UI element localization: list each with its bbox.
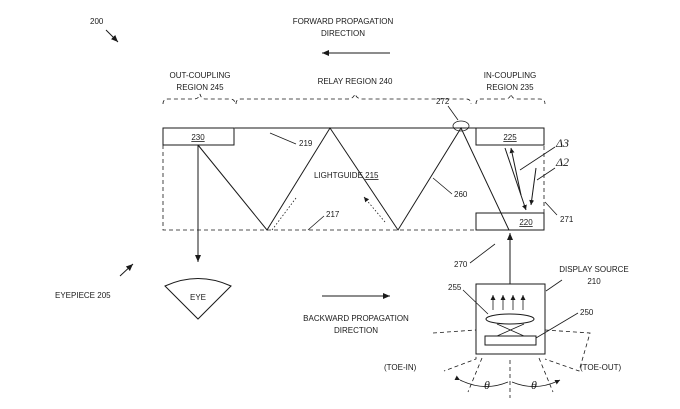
relay-region-label: RELAY REGION 240 [318,77,393,86]
ref-250-leader [535,312,579,339]
ray-path [197,126,510,231]
figure-number-arrow [105,29,119,43]
display-internal-rays [490,295,526,337]
display-source-label-line1: DISPLAY SOURCE [559,265,629,274]
ref-270-leader [469,243,496,264]
coupling-arrow-down [504,147,527,211]
delta-3-leader [519,146,556,171]
in-coupling-element-225 [475,127,545,146]
ref-272-leader [447,105,459,121]
ref-272: 272 [436,97,450,106]
out-coupling-element-label: 230 [191,133,205,142]
delta-3-label: Δ3 [555,136,569,150]
backward-direction-line2: DIRECTION [334,326,378,335]
toe-in-label: (TOE-IN) [384,363,417,372]
display-source-leader [545,279,563,292]
ref-271-leader [544,201,558,216]
figure-number: 200 [90,17,104,26]
toe-in-angle-arc [454,375,509,387]
ref-250: 250 [580,308,594,317]
ref-271: 271 [560,215,574,224]
delta-2-label: Δ2 [555,155,569,169]
eye-label: EYE [190,293,206,302]
ref-255-leader [462,289,489,315]
ref-270: 270 [454,260,468,269]
eye-shape [164,278,232,320]
forward-direction-line1: FORWARD PROPAGATION [293,17,394,26]
toe-out-region [544,329,591,372]
out-coupling-label-line2: REGION 245 [176,83,224,92]
reflection-point-272 [452,120,470,132]
display-source-housing [475,283,546,355]
forward-direction-line2: DIRECTION [321,29,365,38]
in-coupling-brace [475,93,546,105]
lightguide-label: LIGHTGUIDE 215 [314,171,379,180]
toe-out-angle-arc [511,379,561,387]
toe-in-theta: θ [484,378,490,392]
toe-out-theta: θ [531,378,537,392]
ref-217: 217 [326,210,340,219]
in-coupling-element-220-label: 220 [519,218,533,227]
in-coupling-element-220 [475,212,545,231]
backward-direction-line1: BACKWARD PROPAGATION [303,314,409,323]
toe-out-tilt-line [538,357,554,393]
lightguide-number: 215 [365,171,379,180]
coupling-arrow-up [509,147,522,196]
eyepiece-label: EYEPIECE 205 [55,291,111,300]
in-coupling-label-line2: REGION 235 [486,83,534,92]
ref-255: 255 [448,283,462,292]
display-lens [485,313,535,325]
ref-260: 260 [454,190,468,199]
ray-dotted-reflection-arrow [363,196,386,223]
coupling-arrow-short [529,167,537,206]
toe-in-region [432,329,477,372]
out-coupling-brace [162,93,236,105]
toe-in-tilt-line [467,357,483,393]
delta-2-leader [536,167,556,181]
in-coupling-element-label: 225 [503,133,517,142]
out-coupling-label-line1: OUT-COUPLING [170,71,231,80]
ref-219: 219 [299,139,313,148]
eyepiece-arrow [119,263,134,277]
display-source-label-line2: 210 [587,277,601,286]
ref-217-leader [307,215,325,231]
display-panel [484,335,537,346]
ref-219-leader [269,132,297,145]
in-coupling-label-line1: IN-COUPLING [484,71,536,80]
relay-region-brace [235,92,472,105]
ref-260-leader [432,177,453,195]
toe-out-label: (TOE-OUT) [580,363,622,372]
